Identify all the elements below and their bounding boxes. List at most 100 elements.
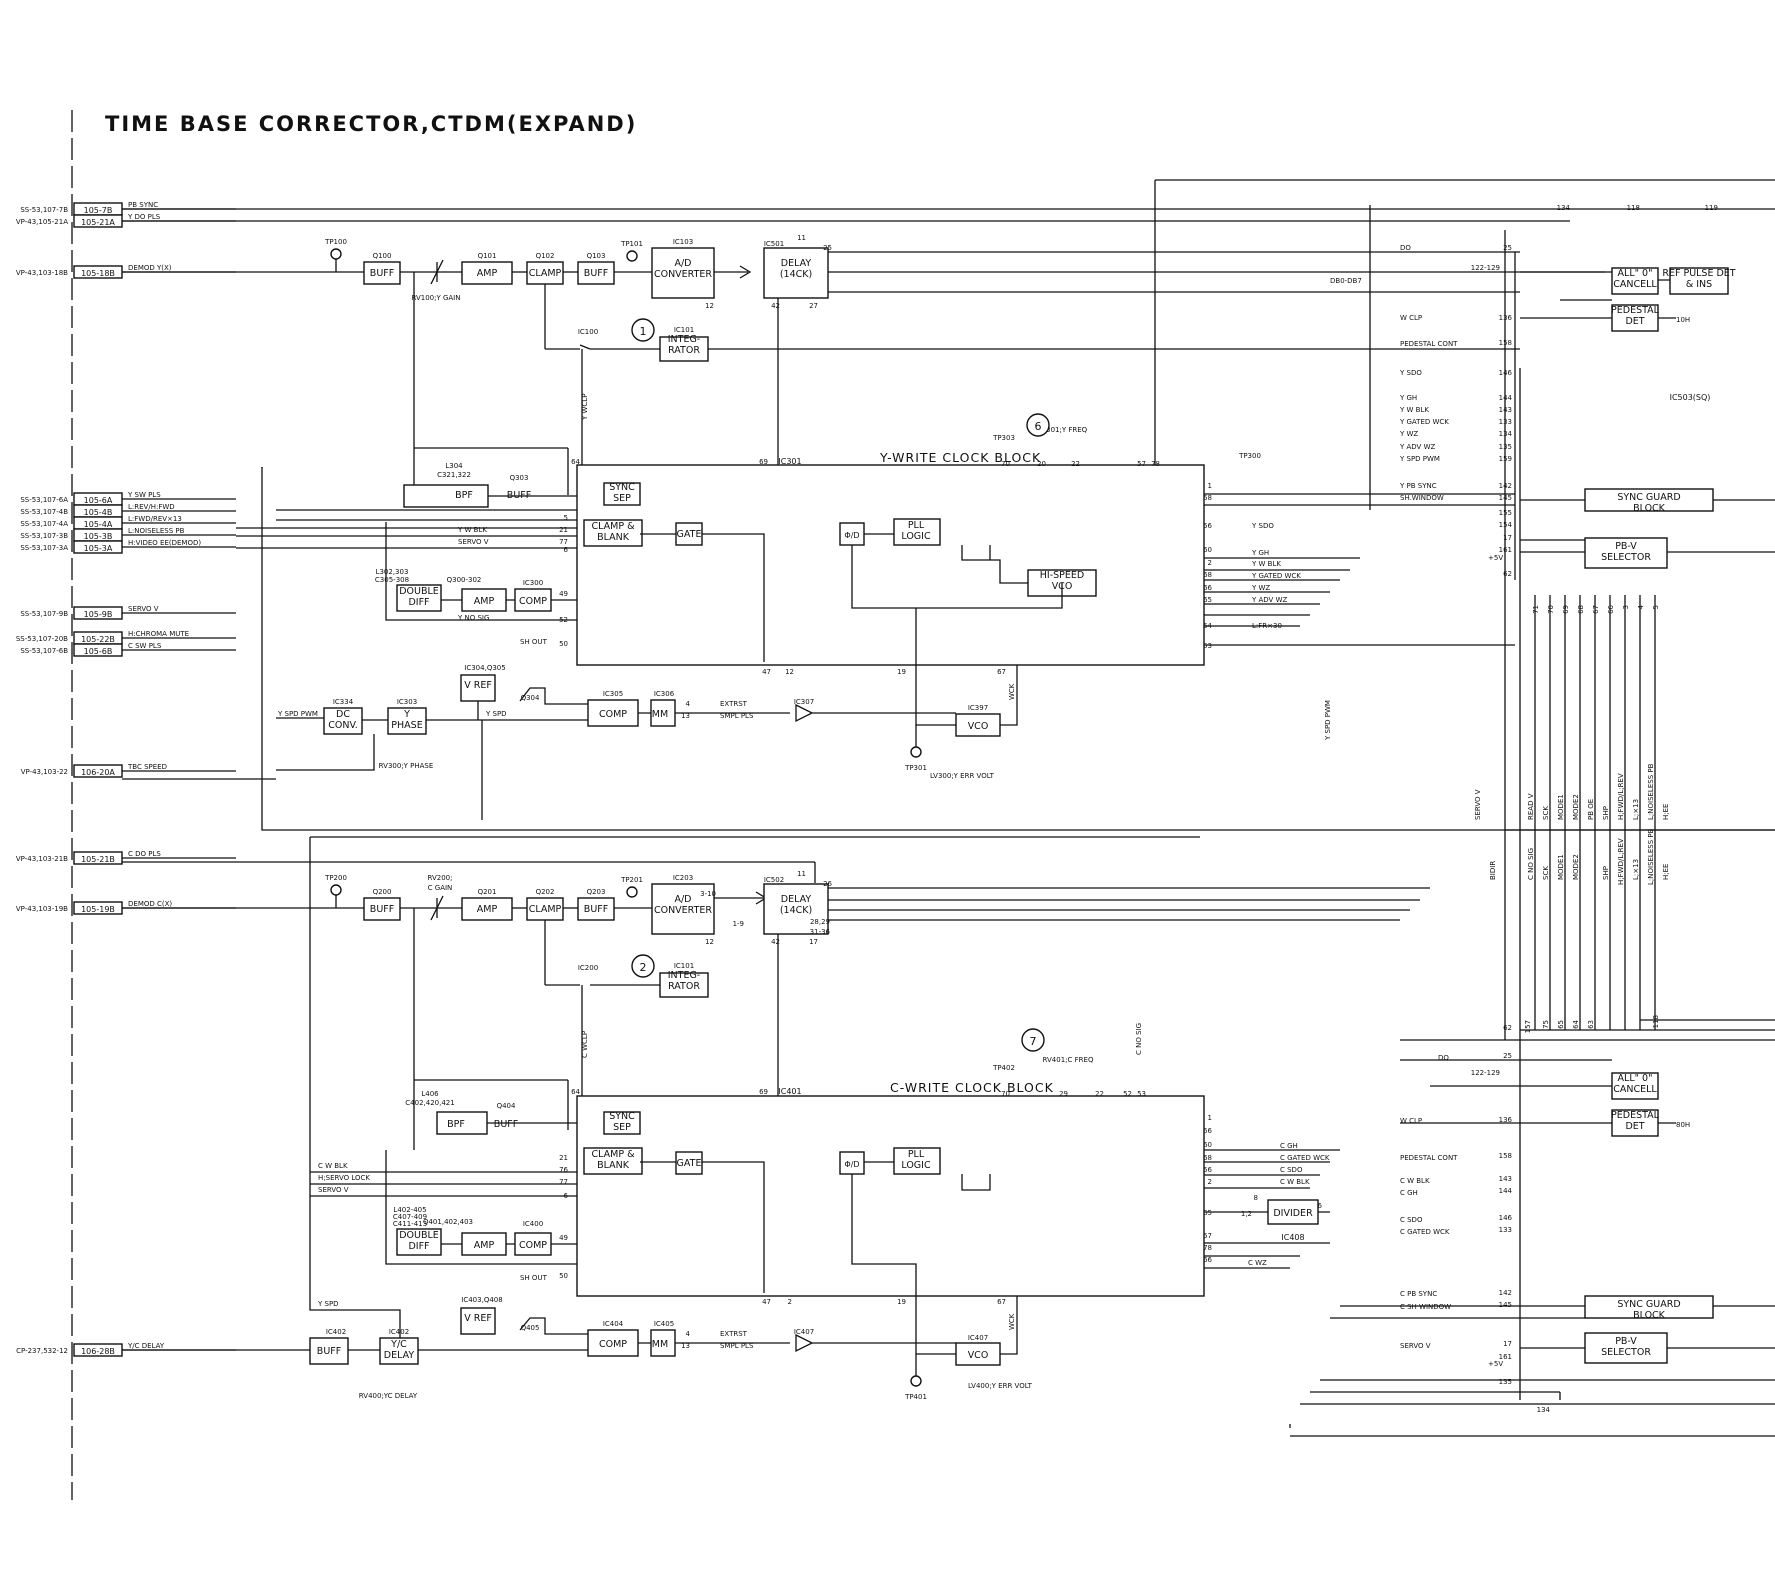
connector-pin: 105-22B: [81, 635, 115, 644]
pin-p22: 22: [1071, 460, 1080, 468]
block-label-ic502: DELAY(14CK): [780, 894, 812, 916]
pin-p52b: 52: [1123, 1090, 1132, 1098]
pin-v71: 71: [1532, 605, 1540, 614]
connector-signal: SERVO V: [128, 605, 159, 613]
block-title-ywrite: Y-WRITE CLOCK BLOCK: [879, 450, 1041, 465]
signal-servov_l: SERVO V: [458, 538, 489, 546]
pin-r135a: 135: [1499, 443, 1512, 451]
block-label-comp4: COMP: [599, 1339, 627, 1350]
connector-pin: 105-4B: [84, 508, 113, 517]
signal-ywclp: Y WCLP: [581, 394, 589, 421]
pin-r161b: 161: [1499, 1353, 1512, 1361]
signal-pedcont1: PEDESTAL CONT: [1400, 340, 1458, 348]
pin-p6c: 6: [1318, 1202, 1323, 1210]
connector-ext: SS-53,107-7B: [20, 206, 68, 214]
ic101-integrator-block: [659, 336, 709, 362]
block-label-bpf1: BPF: [455, 490, 473, 501]
block-label-comp1: COMP: [519, 596, 547, 607]
block-label-cancel2: ALL" 0"CANCELL: [1613, 1073, 1657, 1095]
block-label-clamp2: CLAMP &BLANK: [592, 1149, 636, 1171]
ref-lv400: LV400;Y ERR VOLT: [968, 1382, 1033, 1390]
connector-ext: SS-53,107-3A: [20, 544, 68, 552]
ref-ic402: IC402: [326, 1328, 346, 1336]
connector-pin: 105-7B: [84, 206, 113, 215]
signal-hservolock: H;SERVO LOCK: [318, 1174, 370, 1182]
connector-ext: VP-43,103-19B: [16, 905, 68, 913]
block-label-q404: BUFF: [494, 1119, 518, 1130]
pin-r134b: 134: [1537, 1406, 1551, 1414]
pin-p19a: 19: [897, 668, 906, 676]
connector-ext: SS-53,107-6A: [20, 496, 68, 504]
signal-hfwd: H;FWD/L;REV: [1617, 773, 1625, 820]
ref-ic101b: IC101: [674, 962, 694, 970]
ref-ic397: IC397: [968, 704, 988, 712]
signal-shp: SHP: [1602, 806, 1610, 820]
ref-ic103: IC103: [673, 238, 693, 246]
connector-signal: H:VIDEO EE(DEMOD): [128, 539, 201, 547]
pin-p26b: 26: [823, 880, 832, 888]
block-label-mm2: MM: [652, 1339, 668, 1350]
block-label-q103: BUFF: [584, 268, 608, 279]
signal-cwclp: C WCLP: [581, 1031, 589, 1058]
pin-p56a: 56: [1203, 522, 1212, 530]
pin-r142b: 142: [1499, 1289, 1512, 1297]
page-title: TIME BASE CORRECTOR,CTDM(EXPAND): [105, 112, 638, 136]
right-lower: [1289, 1039, 1775, 1437]
connector-pin: 105-4A: [84, 520, 113, 529]
ref-c407: C407-409: [393, 1213, 427, 1221]
pin-p22b: 22: [1095, 1090, 1104, 1098]
connector-signal: TBC SPEED: [127, 763, 167, 771]
ref-c321: C321,322: [437, 471, 471, 479]
pin-p78b: 78: [1203, 1244, 1212, 1252]
ref-ic303: IC303: [397, 698, 417, 706]
signal-h80: 80H: [1676, 1121, 1690, 1129]
pin-p13b: 13: [681, 1342, 690, 1350]
block-label-q303: BUFF: [507, 490, 531, 501]
pin-p2829: 28,29: [810, 918, 830, 926]
block-label-gate1: GATE: [677, 529, 702, 540]
ref-ic402b: IC402: [389, 1328, 409, 1336]
pin-r161a: 161: [1499, 546, 1512, 554]
ref-rv401: RV401;C FREQ: [1043, 1056, 1094, 1064]
ref-c402: C402,420,421: [405, 1099, 454, 1107]
block-label-mm1: MM: [652, 709, 668, 720]
signal-yspdpwm: Y SPD PWM: [1399, 455, 1440, 463]
pin-top134: 134: [1557, 204, 1571, 212]
pin-p70b: 70: [1001, 1090, 1010, 1098]
connector-signal: H:CHROMA MUTE: [128, 630, 189, 638]
signal-db: DB0-DB7: [1330, 277, 1362, 285]
right-bus: [1504, 230, 1775, 1400]
pin-r146a: 146: [1499, 369, 1513, 377]
pin-p53b: 53: [1137, 1090, 1146, 1098]
signal-cnosig_v: C NO SIG: [1135, 1023, 1143, 1055]
pin-r142a: 142: [1499, 482, 1512, 490]
ref-ic300: IC300: [523, 579, 543, 587]
ref-q202: Q202: [536, 888, 555, 896]
ref-tp301: TP301: [904, 764, 927, 772]
pin-p17: 17: [809, 938, 818, 946]
pin-v67: 67: [1592, 605, 1600, 614]
block-label-q102: CLAMP: [529, 268, 562, 279]
callout-circle: [1021, 1028, 1045, 1052]
pin-p58a: 58: [1203, 494, 1212, 502]
signal-ywblk_l: Y W BLK: [457, 526, 487, 534]
signal-yadvwz: Y ADV WZ: [1399, 443, 1435, 451]
signal-csdo_r: C SDO: [1280, 1166, 1303, 1174]
signal-extrst2: EXTRST: [720, 1330, 748, 1338]
callout-number: 7: [1030, 1035, 1037, 1048]
connector-signal: L:REV/H:FWD: [128, 503, 175, 511]
pin-p53: 53: [1203, 642, 1212, 650]
phase-detector-label: Φ/D: [844, 1160, 859, 1169]
c-write-clock-block: [310, 1095, 1340, 1297]
ref-ic100: IC100: [578, 328, 598, 336]
pin-r144a: 144: [1499, 394, 1513, 402]
pin-v69: 69: [1562, 605, 1570, 614]
connector-signal: DEMOD C(X): [128, 900, 172, 908]
callout-number: 1: [640, 325, 647, 338]
signal-wclp1: W CLP: [1400, 314, 1422, 322]
